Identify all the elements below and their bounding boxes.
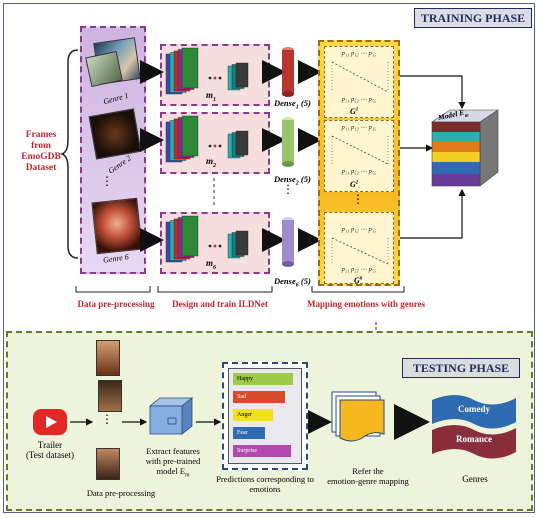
predictions-label: Predictions corresponding to emotions [216, 474, 314, 494]
genres-label: Genres [462, 474, 488, 484]
emotion-bar-happy: Happy [233, 373, 293, 385]
cnn-ellipsis-dot [213, 76, 217, 80]
g2-matrix [324, 120, 394, 192]
dense-dots: ⋮ [282, 182, 294, 196]
feature-extractor-cube [148, 397, 194, 435]
g1-label: G1 [350, 107, 359, 116]
g2-top-row: p₁₁ p₁₂ ···· p₁₅ [341, 124, 377, 131]
test-frame-2 [98, 380, 122, 412]
emotion-bar-fear: Fear [233, 427, 265, 439]
model-em-cube [431, 109, 499, 187]
g6-matrix [324, 212, 394, 284]
training-phase-title: TRAINING PHASE [414, 8, 532, 28]
cnn-small-layer [235, 230, 249, 256]
trailer-label: Trailer (Test dataset) [25, 440, 75, 460]
test-frame-1 [96, 340, 120, 376]
extract-features-label: Extract features with pre-trained model … [145, 446, 201, 479]
testing-arrows [70, 404, 430, 440]
preprocessing-section-label: Data pre-processing [77, 299, 155, 309]
model-m6-label: m6 [206, 258, 217, 271]
emotion-bar-sad: Sad [233, 391, 285, 403]
cnn-ellipsis-dot [218, 144, 222, 148]
genre-flags [432, 395, 516, 459]
cnn-ellipsis-dot [213, 144, 217, 148]
g-dots: ⋮ [352, 192, 364, 206]
cnn-ellipsis-dot [208, 144, 212, 148]
g2-diag [331, 135, 389, 165]
cnn-ellipsis-dot [208, 76, 212, 80]
g6-top-row: p₁₁ p₁₂ ···· p₁₅ [341, 226, 377, 233]
g6-bottom-row: p₅₁ p₅₂ ···· p₅₅ [341, 266, 377, 273]
g6-diag [331, 237, 389, 265]
mapping-section-label: Mapping emotions with genres [306, 299, 426, 309]
cnn-ellipsis-dot [208, 244, 212, 248]
cnn-ellipsis-dot [218, 76, 222, 80]
cnn-layer [181, 215, 199, 257]
brace-left [60, 49, 79, 259]
g2-bottom-row: p₅₁ p₅₂ ···· p₅₅ [341, 168, 377, 175]
frames-label: Frames from EmoGDB Dataset [21, 130, 61, 173]
testing-phase-title: TESTING PHASE [402, 358, 520, 378]
refer-mapping-label: Refer the emotion-genre mapping [327, 466, 409, 486]
cnn-small-layer [235, 62, 249, 88]
g2-label: G2 [350, 180, 359, 189]
model-m2-label: m2 [206, 156, 217, 169]
cnn-layer [181, 115, 199, 157]
emotion-bar-surprise: Surprise [233, 445, 291, 457]
cnn-layer [181, 47, 199, 89]
design-section-label: Design and train ILDNet [172, 299, 268, 309]
g1-diag [331, 61, 389, 93]
play-icon [33, 409, 67, 435]
figure-frame [3, 3, 535, 513]
dense-1-label: Dense1 (5) [274, 98, 311, 111]
genre-output-comedy: Comedy [458, 404, 490, 414]
cnn-stacks [165, 47, 249, 263]
g1-top-row: p₁₁ p₁₂ ···· p₁₅ [341, 50, 377, 57]
test-frame-3 [96, 448, 120, 480]
genre-dots: ⋮ [101, 174, 113, 188]
test-preprocessing-label: Data pre-processing [86, 488, 156, 498]
test-frame-dots: ⋮ [101, 412, 113, 426]
g1-matrix [324, 46, 394, 118]
training-arrows [75, 60, 466, 330]
emotion-bar-anger: Anger [233, 409, 273, 421]
mapping-documents-icon [331, 391, 385, 442]
g1-bottom-row: p₅₁ p₅₂ ···· p₅₅ [341, 96, 377, 103]
cnn-small-layer [235, 130, 249, 156]
dense-2-label: Dense2 (5) [274, 174, 311, 187]
dense-layers [282, 47, 294, 267]
cnn-ellipsis-dot [218, 244, 222, 248]
predictions-inner: Happy Sad Anger Fear Surprise [228, 368, 302, 464]
g6-label: G6 [354, 276, 363, 285]
genre-output-romance: Romance [456, 434, 492, 444]
dense-6-label: Dense6 (5) [274, 276, 311, 289]
cnn-ellipsis-dot [213, 244, 217, 248]
model-m1-label: m1 [206, 90, 217, 103]
